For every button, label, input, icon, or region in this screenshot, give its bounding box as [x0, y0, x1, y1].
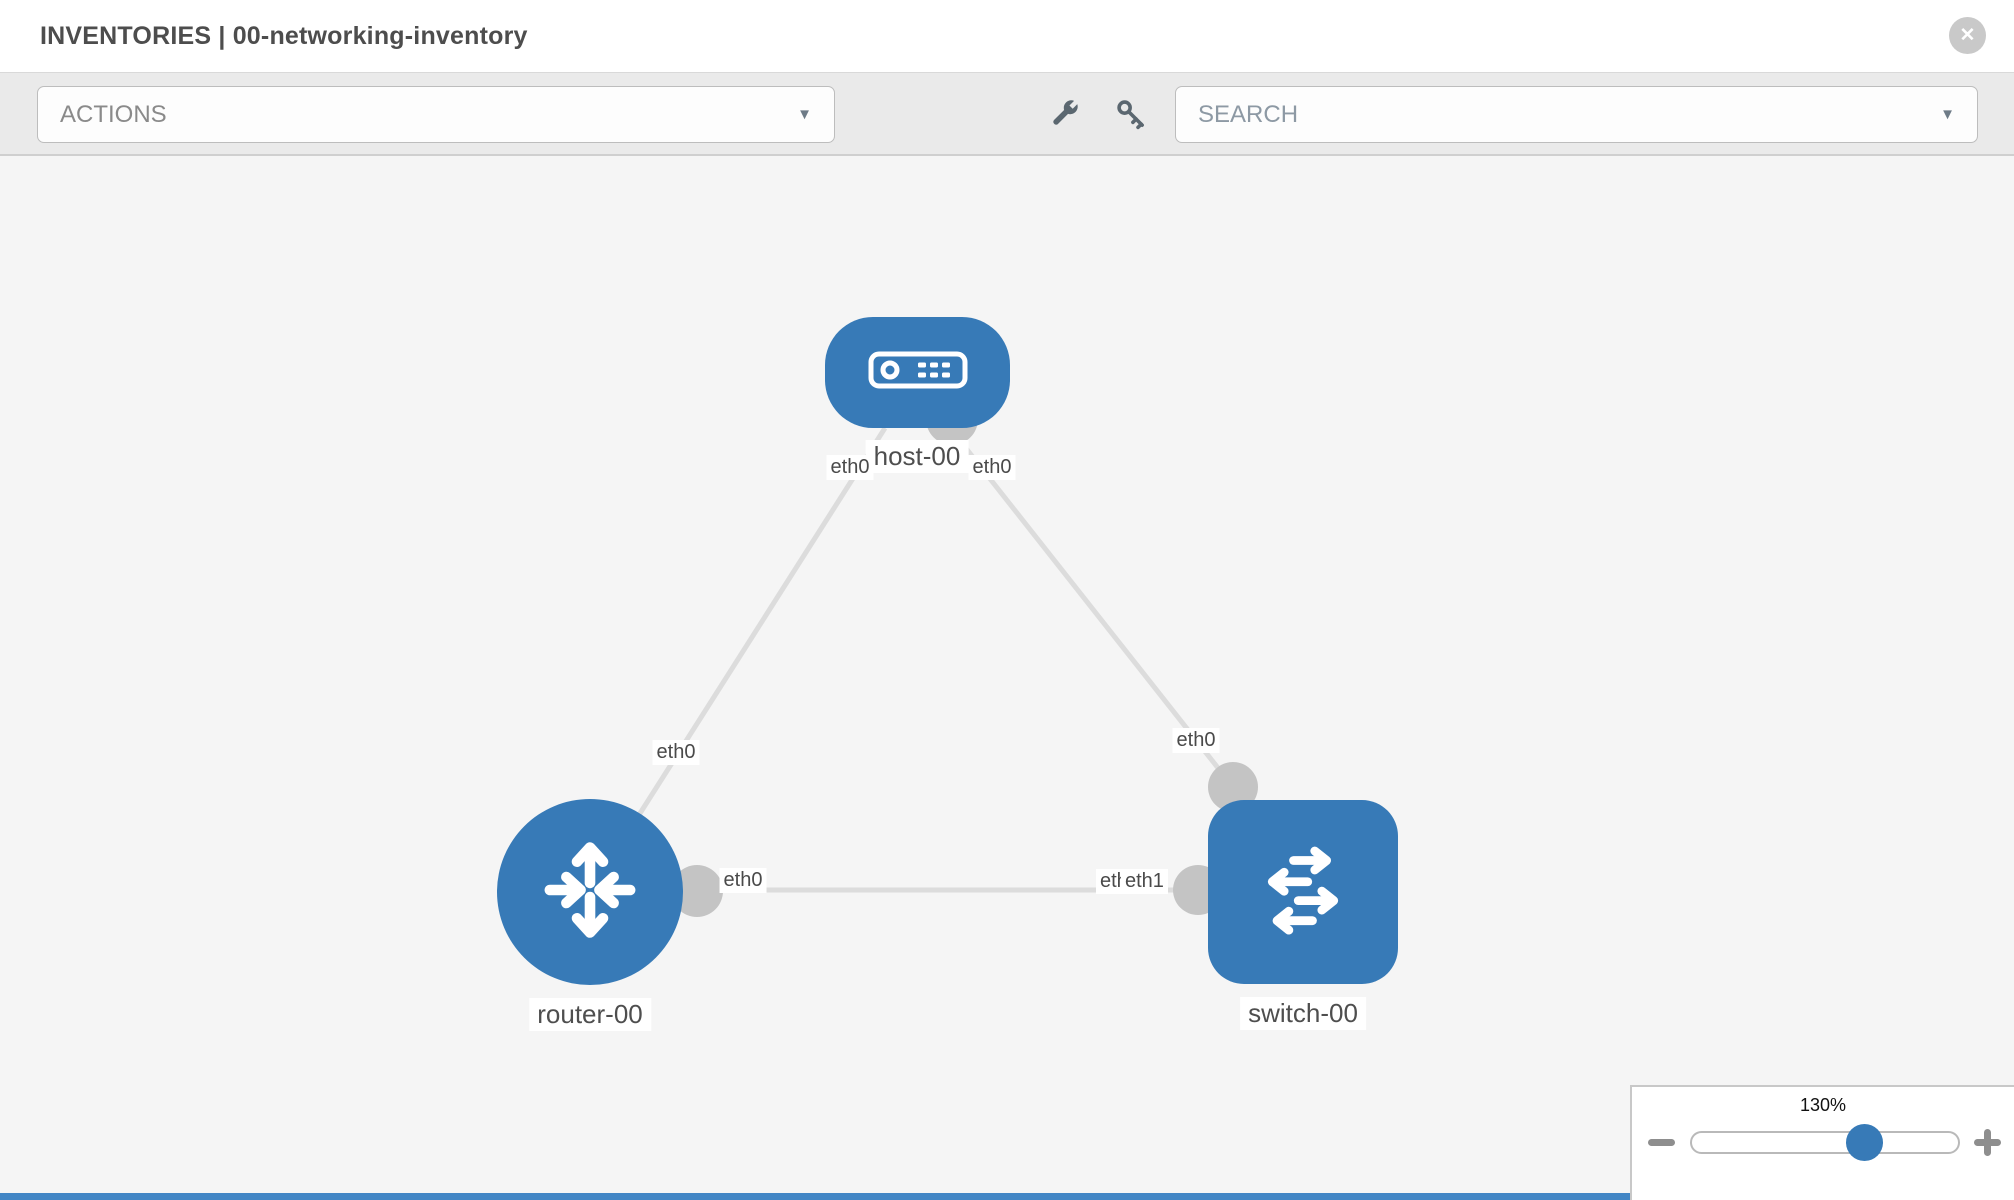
interface-label: eth0 — [719, 868, 767, 893]
edge-host-switch — [948, 426, 1235, 789]
search-dropdown[interactable]: SEARCH ▼ — [1175, 86, 1978, 143]
zoom-level-value: 130% — [1799, 1095, 1847, 1115]
actions-dropdown[interactable]: ACTIONS ▼ — [37, 86, 835, 143]
interface-label: eth0 — [1172, 728, 1220, 753]
zoom-slider-thumb[interactable] — [1846, 1124, 1883, 1161]
key-icon — [1114, 97, 1148, 136]
topology-canvas[interactable]: host-00 router-00 switch-00 eth0 eth0 et… — [0, 156, 2014, 1200]
chevron-down-icon: ▼ — [797, 106, 812, 123]
wrench-icon — [1047, 97, 1081, 136]
node-label-router: router-00 — [529, 998, 651, 1031]
node-label-switch: switch-00 — [1240, 997, 1366, 1030]
connector-router-right — [671, 865, 723, 917]
zoom-out-button[interactable] — [1648, 1139, 1675, 1146]
node-label-host: host-00 — [865, 440, 969, 473]
interface-label: eth0 — [826, 455, 874, 480]
credentials-button[interactable] — [1112, 97, 1150, 135]
actions-dropdown-label: ACTIONS — [60, 100, 167, 128]
header-bar: INVENTORIES | 00-networking-inventory ✕ — [0, 0, 2014, 72]
interface-label: eth0 — [968, 455, 1016, 480]
zoom-in-button[interactable] — [1974, 1129, 2001, 1156]
links-layer — [587, 393, 1258, 917]
close-button[interactable]: ✕ — [1949, 17, 1986, 54]
interface-label: eth1 — [1121, 869, 1168, 894]
router-icon — [531, 831, 649, 954]
search-placeholder: SEARCH — [1198, 100, 1299, 128]
node-host-00[interactable] — [825, 317, 1010, 428]
switch-icon — [1242, 831, 1364, 954]
configure-button[interactable] — [1045, 97, 1083, 135]
node-router-00[interactable] — [497, 799, 683, 985]
node-switch-00[interactable] — [1208, 800, 1398, 984]
zoom-panel: 130% — [1630, 1085, 2014, 1200]
footer-bar — [0, 1193, 1630, 1200]
connector-switch-top — [1208, 762, 1258, 812]
close-icon: ✕ — [1959, 25, 1976, 46]
zoom-slider[interactable] — [1690, 1124, 1960, 1161]
chevron-down-icon: ▼ — [1940, 106, 1955, 123]
interface-label: eth0 — [652, 740, 700, 765]
toolbar: ACTIONS ▼ SEARCH ▼ — [0, 72, 2014, 156]
host-icon — [868, 351, 968, 394]
page-title: INVENTORIES | 00-networking-inventory — [40, 22, 528, 50]
